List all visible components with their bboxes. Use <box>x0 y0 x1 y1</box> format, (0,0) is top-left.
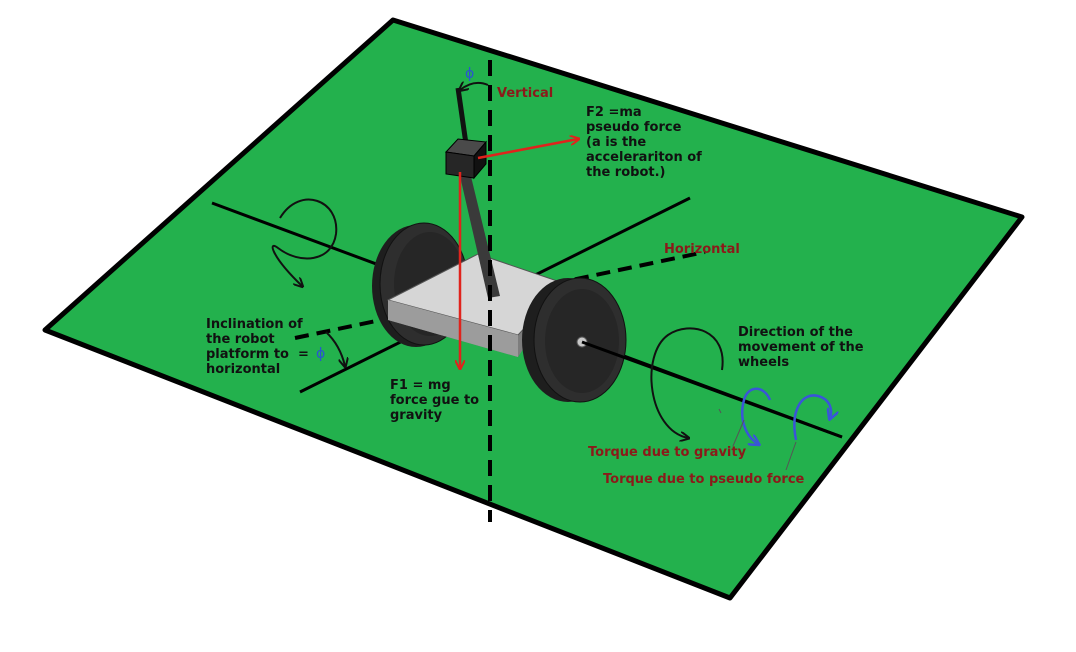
pseudo-force-label: F2 =ma pseudo force (a is the accelerari… <box>586 105 702 180</box>
gravity-force-label: F1 = mg force gue to gravity <box>390 378 479 423</box>
svg-text:(a is the: (a is the <box>586 135 646 150</box>
svg-text:accelerariton of: accelerariton of <box>586 150 702 165</box>
inclination-angle-arc <box>325 331 345 366</box>
vertical-label: Vertical <box>497 86 553 101</box>
pseudo-force-arrow <box>477 139 578 160</box>
svg-text:Direction of the: Direction of the <box>738 325 853 340</box>
horizontal-label: Horizontal <box>664 242 740 257</box>
torque-gravity-arrow <box>741 387 772 444</box>
svg-text:the robot.): the robot.) <box>586 165 666 180</box>
svg-text:force gue to: force gue to <box>390 393 479 408</box>
axle-line-front <box>581 340 843 439</box>
svg-text:wheels: wheels <box>738 355 789 370</box>
wheel-direction-arrow <box>650 327 724 438</box>
torque-pseudo-label: Torque due to pseudo force <box>603 472 805 487</box>
svg-text:Inclination of: Inclination of <box>206 317 303 332</box>
svg-text:the robot: the robot <box>206 332 275 347</box>
mass-block <box>444 138 487 180</box>
rotation-arrow-left <box>271 198 338 286</box>
svg-text:F2 =ma: F2 =ma <box>586 105 642 120</box>
inclination-equals: = <box>298 347 309 362</box>
svg-text:gravity: gravity <box>390 408 443 423</box>
robot-platform <box>386 253 567 357</box>
direction-label: Direction of the movement of the wheels <box>738 325 864 370</box>
phi-angle-arc-top <box>460 83 489 90</box>
inclination-label: Inclination of the robot platform to hor… <box>206 317 303 377</box>
svg-text:horizontal: horizontal <box>206 362 280 377</box>
phi-label-inclination: ϕ <box>316 346 325 362</box>
svg-text:pseudo force: pseudo force <box>586 120 682 135</box>
torque-pseudo-leader <box>785 441 797 471</box>
svg-text:movement of the: movement of the <box>738 340 864 355</box>
torque-pseudo-arrow <box>793 394 831 441</box>
small-tick <box>718 408 722 414</box>
svg-text:F1 = mg: F1 = mg <box>390 378 451 393</box>
right-wheel <box>522 277 627 403</box>
torque-gravity-leader <box>732 419 745 447</box>
svg-text:platform to: platform to <box>206 347 289 362</box>
phi-label-top: ϕ <box>465 66 474 82</box>
tilted-rod <box>455 87 469 145</box>
torque-gravity-label: Torque due to gravity <box>588 445 747 460</box>
